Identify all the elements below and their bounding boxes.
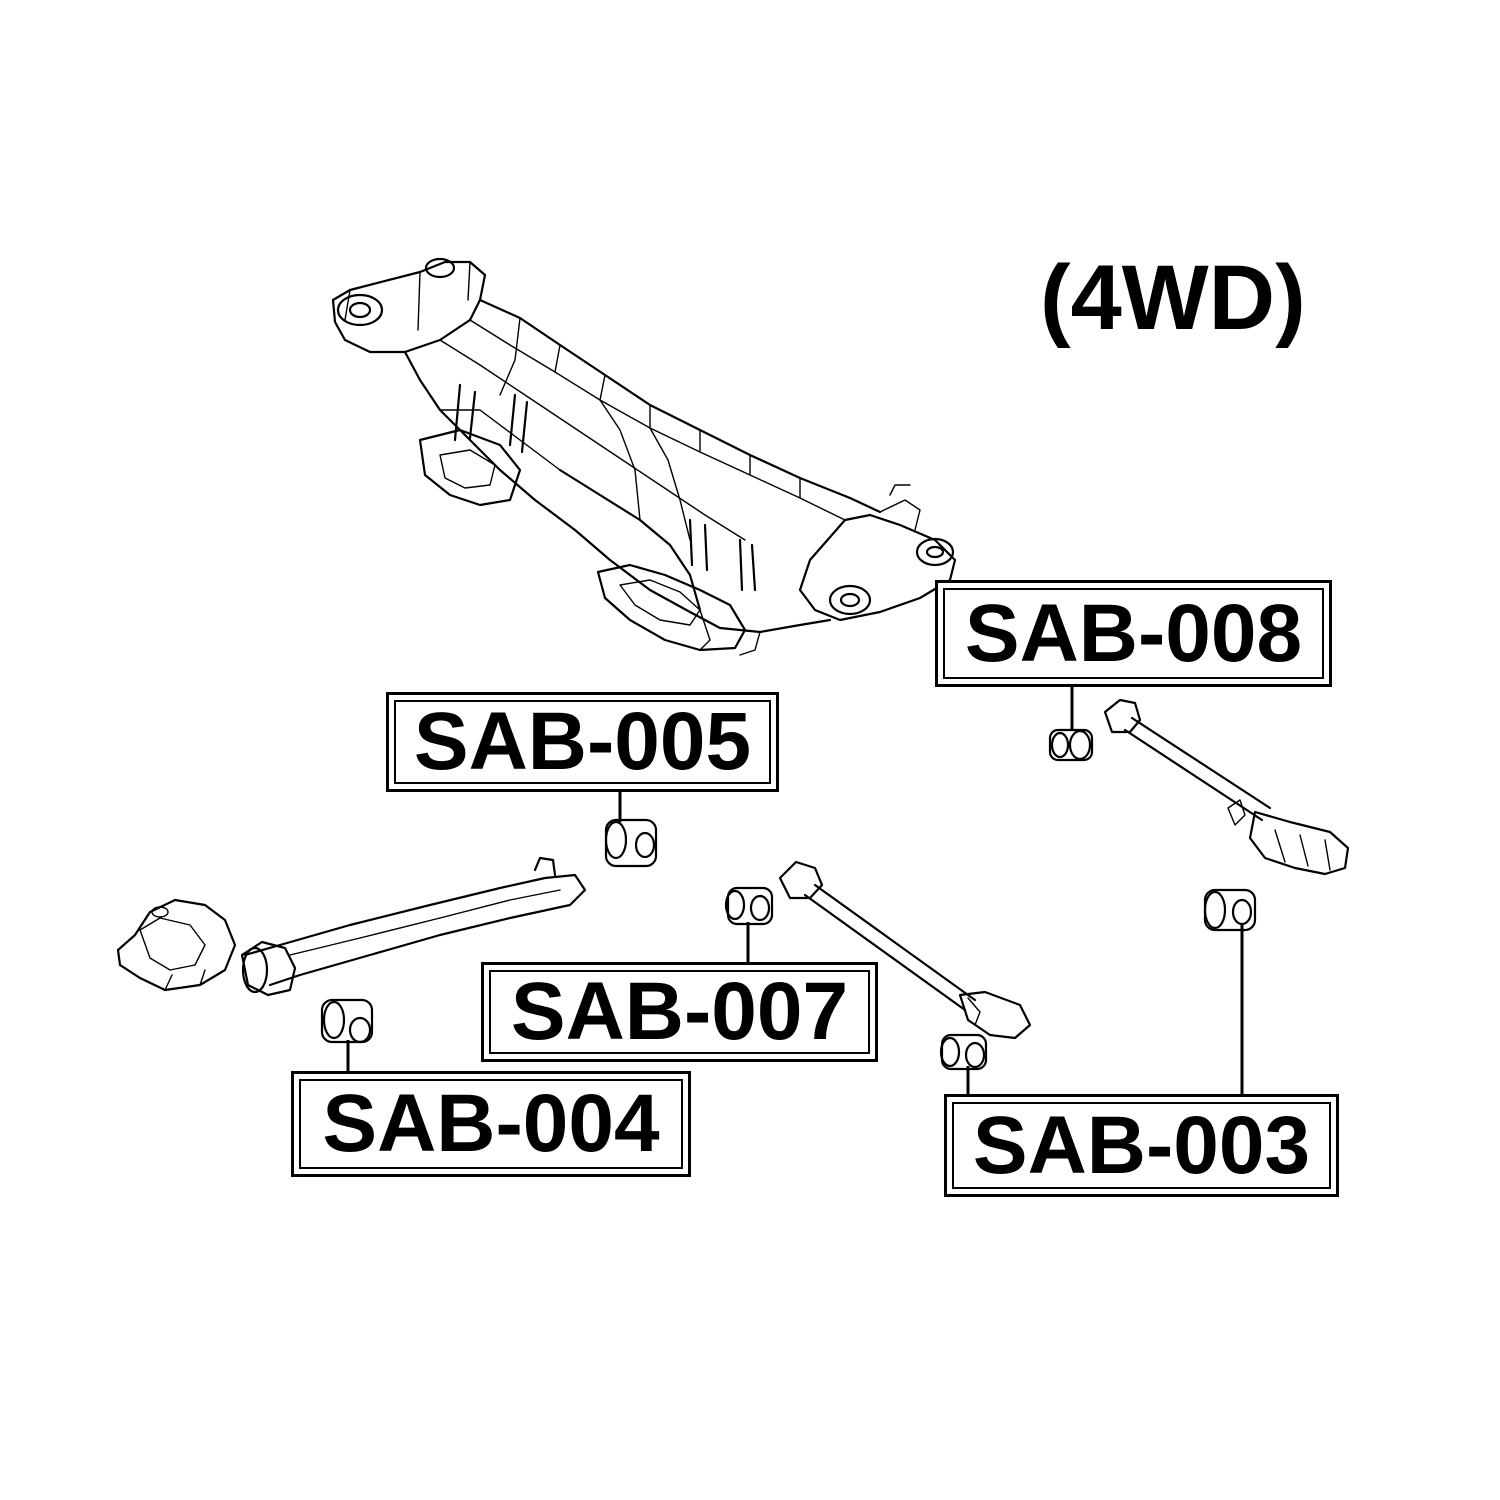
- part-label-sab-003[interactable]: SAB-003: [944, 1094, 1339, 1197]
- part-label-sab-008[interactable]: SAB-008: [935, 580, 1332, 687]
- rear-subframe-drawing: [331, 257, 957, 656]
- part-label-sab-005[interactable]: SAB-005: [386, 692, 779, 792]
- upper-lateral-link-drawing: [1103, 698, 1350, 876]
- part-number-text: SAB-007: [510, 966, 849, 1057]
- part-number-text: SAB-003: [972, 1099, 1311, 1191]
- part-number-text: SAB-008: [964, 587, 1303, 679]
- drive-variant-label: (4WD): [1040, 247, 1306, 349]
- bushing-005-drawing: [604, 818, 658, 868]
- bushing-007-drawing: [724, 886, 774, 926]
- lower-lateral-link-drawing: [778, 860, 1032, 1040]
- part-number-text: SAB-005: [413, 696, 752, 787]
- part-label-sab-004[interactable]: SAB-004: [291, 1071, 691, 1177]
- bushing-003-upper-drawing: [1203, 888, 1257, 932]
- bushing-003-lower-drawing: [939, 1033, 988, 1071]
- part-number-text: SAB-004: [322, 1078, 660, 1169]
- bushing-008-drawing: [1048, 728, 1094, 762]
- bushing-004-drawing: [320, 998, 374, 1044]
- trailing-arm-drawing: [116, 856, 587, 997]
- part-label-sab-007[interactable]: SAB-007: [481, 962, 878, 1062]
